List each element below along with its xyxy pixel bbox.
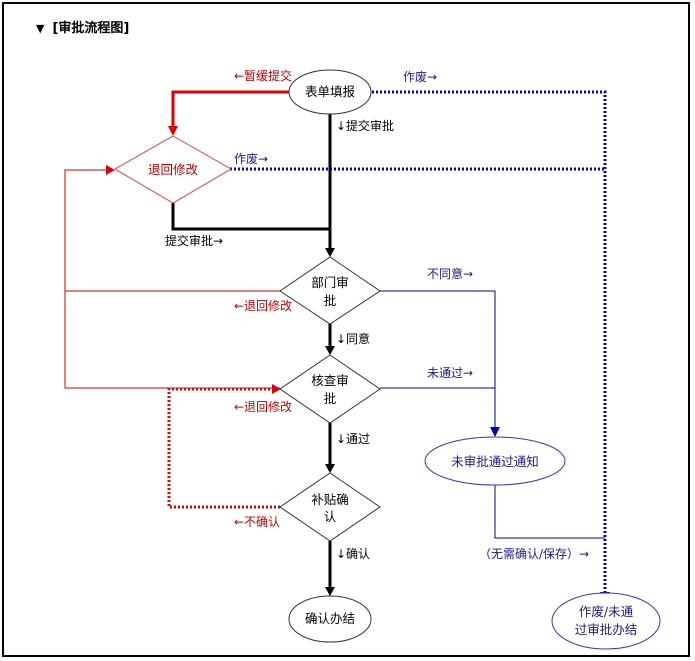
label-submit-from-return: 提交审批→ (165, 233, 223, 248)
node-label: 表单填报 (305, 84, 356, 99)
node-label: 未审批通过通知 (451, 454, 539, 469)
edge-suspend-submit (171, 90, 290, 128)
triangle-down-icon[interactable]: ▼ (36, 22, 45, 35)
arrow-head (325, 248, 335, 257)
label-dept-agree: ↓同意 (336, 331, 370, 346)
label-submit-from-form: ↓提交审批 (336, 118, 394, 133)
node-label-line1: 补贴确 (311, 492, 349, 507)
node-label-line2: 过审批办结 (575, 622, 638, 637)
arrow-head (325, 587, 335, 596)
node-reject-notice[interactable]: 未审批通过通知 (424, 436, 566, 486)
arrow-head (325, 346, 335, 355)
label-no-confirm-save: （无需确认/保存）→ (479, 547, 589, 561)
node-subsidy-confirm[interactable]: 补贴确 认 (279, 472, 381, 542)
edge-return-submit (171, 203, 330, 231)
arrow-head (490, 427, 500, 437)
label-verify-pass: ↓通过 (336, 432, 370, 446)
label-verify-return: ←退回修改 (234, 399, 292, 414)
section-title: [审批流程图] (52, 21, 130, 36)
node-fill-form[interactable]: 表单填报 (288, 69, 372, 115)
node-label-line1: 部门审 (311, 275, 349, 290)
arrow-head (272, 384, 281, 394)
node-verify-approval[interactable]: 核查审 批 (279, 354, 381, 424)
node-return-modify[interactable]: 退回修改 (114, 135, 232, 204)
node-label: 退回修改 (148, 162, 199, 177)
node-label-line1: 核查审 (311, 373, 349, 388)
node-void-complete[interactable]: 作废/未通 过审批办结 (551, 592, 661, 650)
arrow-head (106, 165, 115, 175)
label-subsidy-not-confirm: ←不确认 (234, 515, 280, 529)
node-label-line1: 作废/未通 (579, 604, 634, 619)
edge-notice-to-void (494, 480, 605, 539)
edge-dept-disagree (380, 290, 496, 428)
label-verify-fail: 未通过→ (427, 366, 473, 380)
label-subsidy-confirm: ↓确认 (336, 547, 370, 561)
node-label-line2: 批 (324, 293, 337, 308)
label-void-from-return: 作废→ (234, 151, 268, 166)
edge-form-void (372, 90, 607, 595)
label-suspend-submit: ←暂缓提交 (234, 68, 292, 83)
node-confirm-complete[interactable]: 确认办结 (288, 595, 372, 643)
label-void-from-form: 作废→ (403, 69, 437, 84)
edge-subsidy-not-confirm (167, 387, 280, 509)
section-header[interactable]: ▼ [审批流程图] (36, 17, 129, 36)
node-label-line2: 认 (324, 509, 337, 524)
arrow-head (168, 126, 178, 136)
arrow-head (325, 464, 335, 473)
node-dept-approval[interactable]: 部门审 批 (279, 256, 381, 325)
label-dept-disagree: 不同意→ (427, 266, 473, 281)
label-dept-return: ←退回修改 (234, 298, 292, 313)
node-label-line2: 批 (324, 391, 337, 406)
node-label: 确认办结 (305, 611, 355, 626)
